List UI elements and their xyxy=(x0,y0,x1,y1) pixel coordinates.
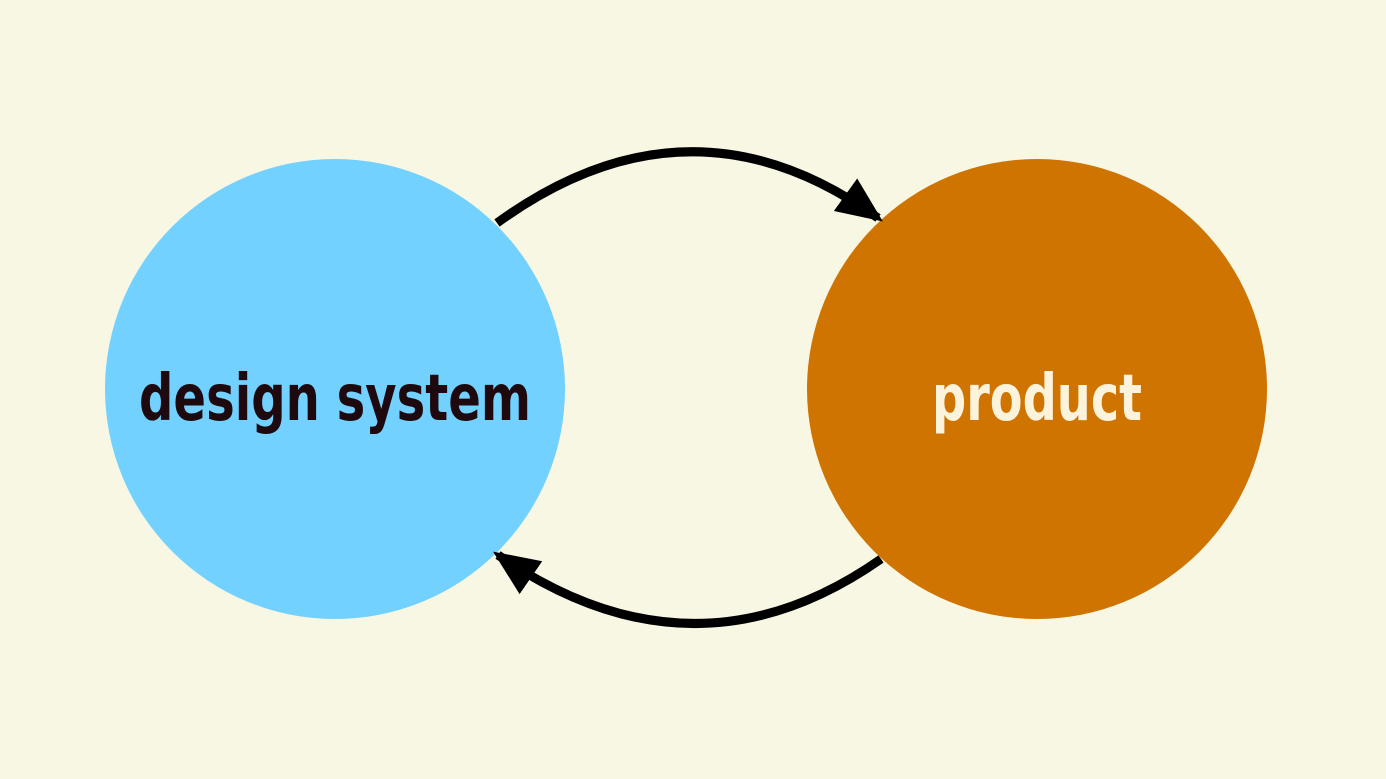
design-system-label: design system xyxy=(139,362,531,436)
design-system-circle xyxy=(105,159,565,619)
node-product: product xyxy=(807,159,1267,619)
node-design-system: design system xyxy=(105,159,565,619)
arrow-design-system-to-product xyxy=(494,147,883,227)
product-label: product xyxy=(932,362,1142,436)
arrow-product-to-design-system xyxy=(493,551,884,628)
product-circle xyxy=(807,159,1267,619)
